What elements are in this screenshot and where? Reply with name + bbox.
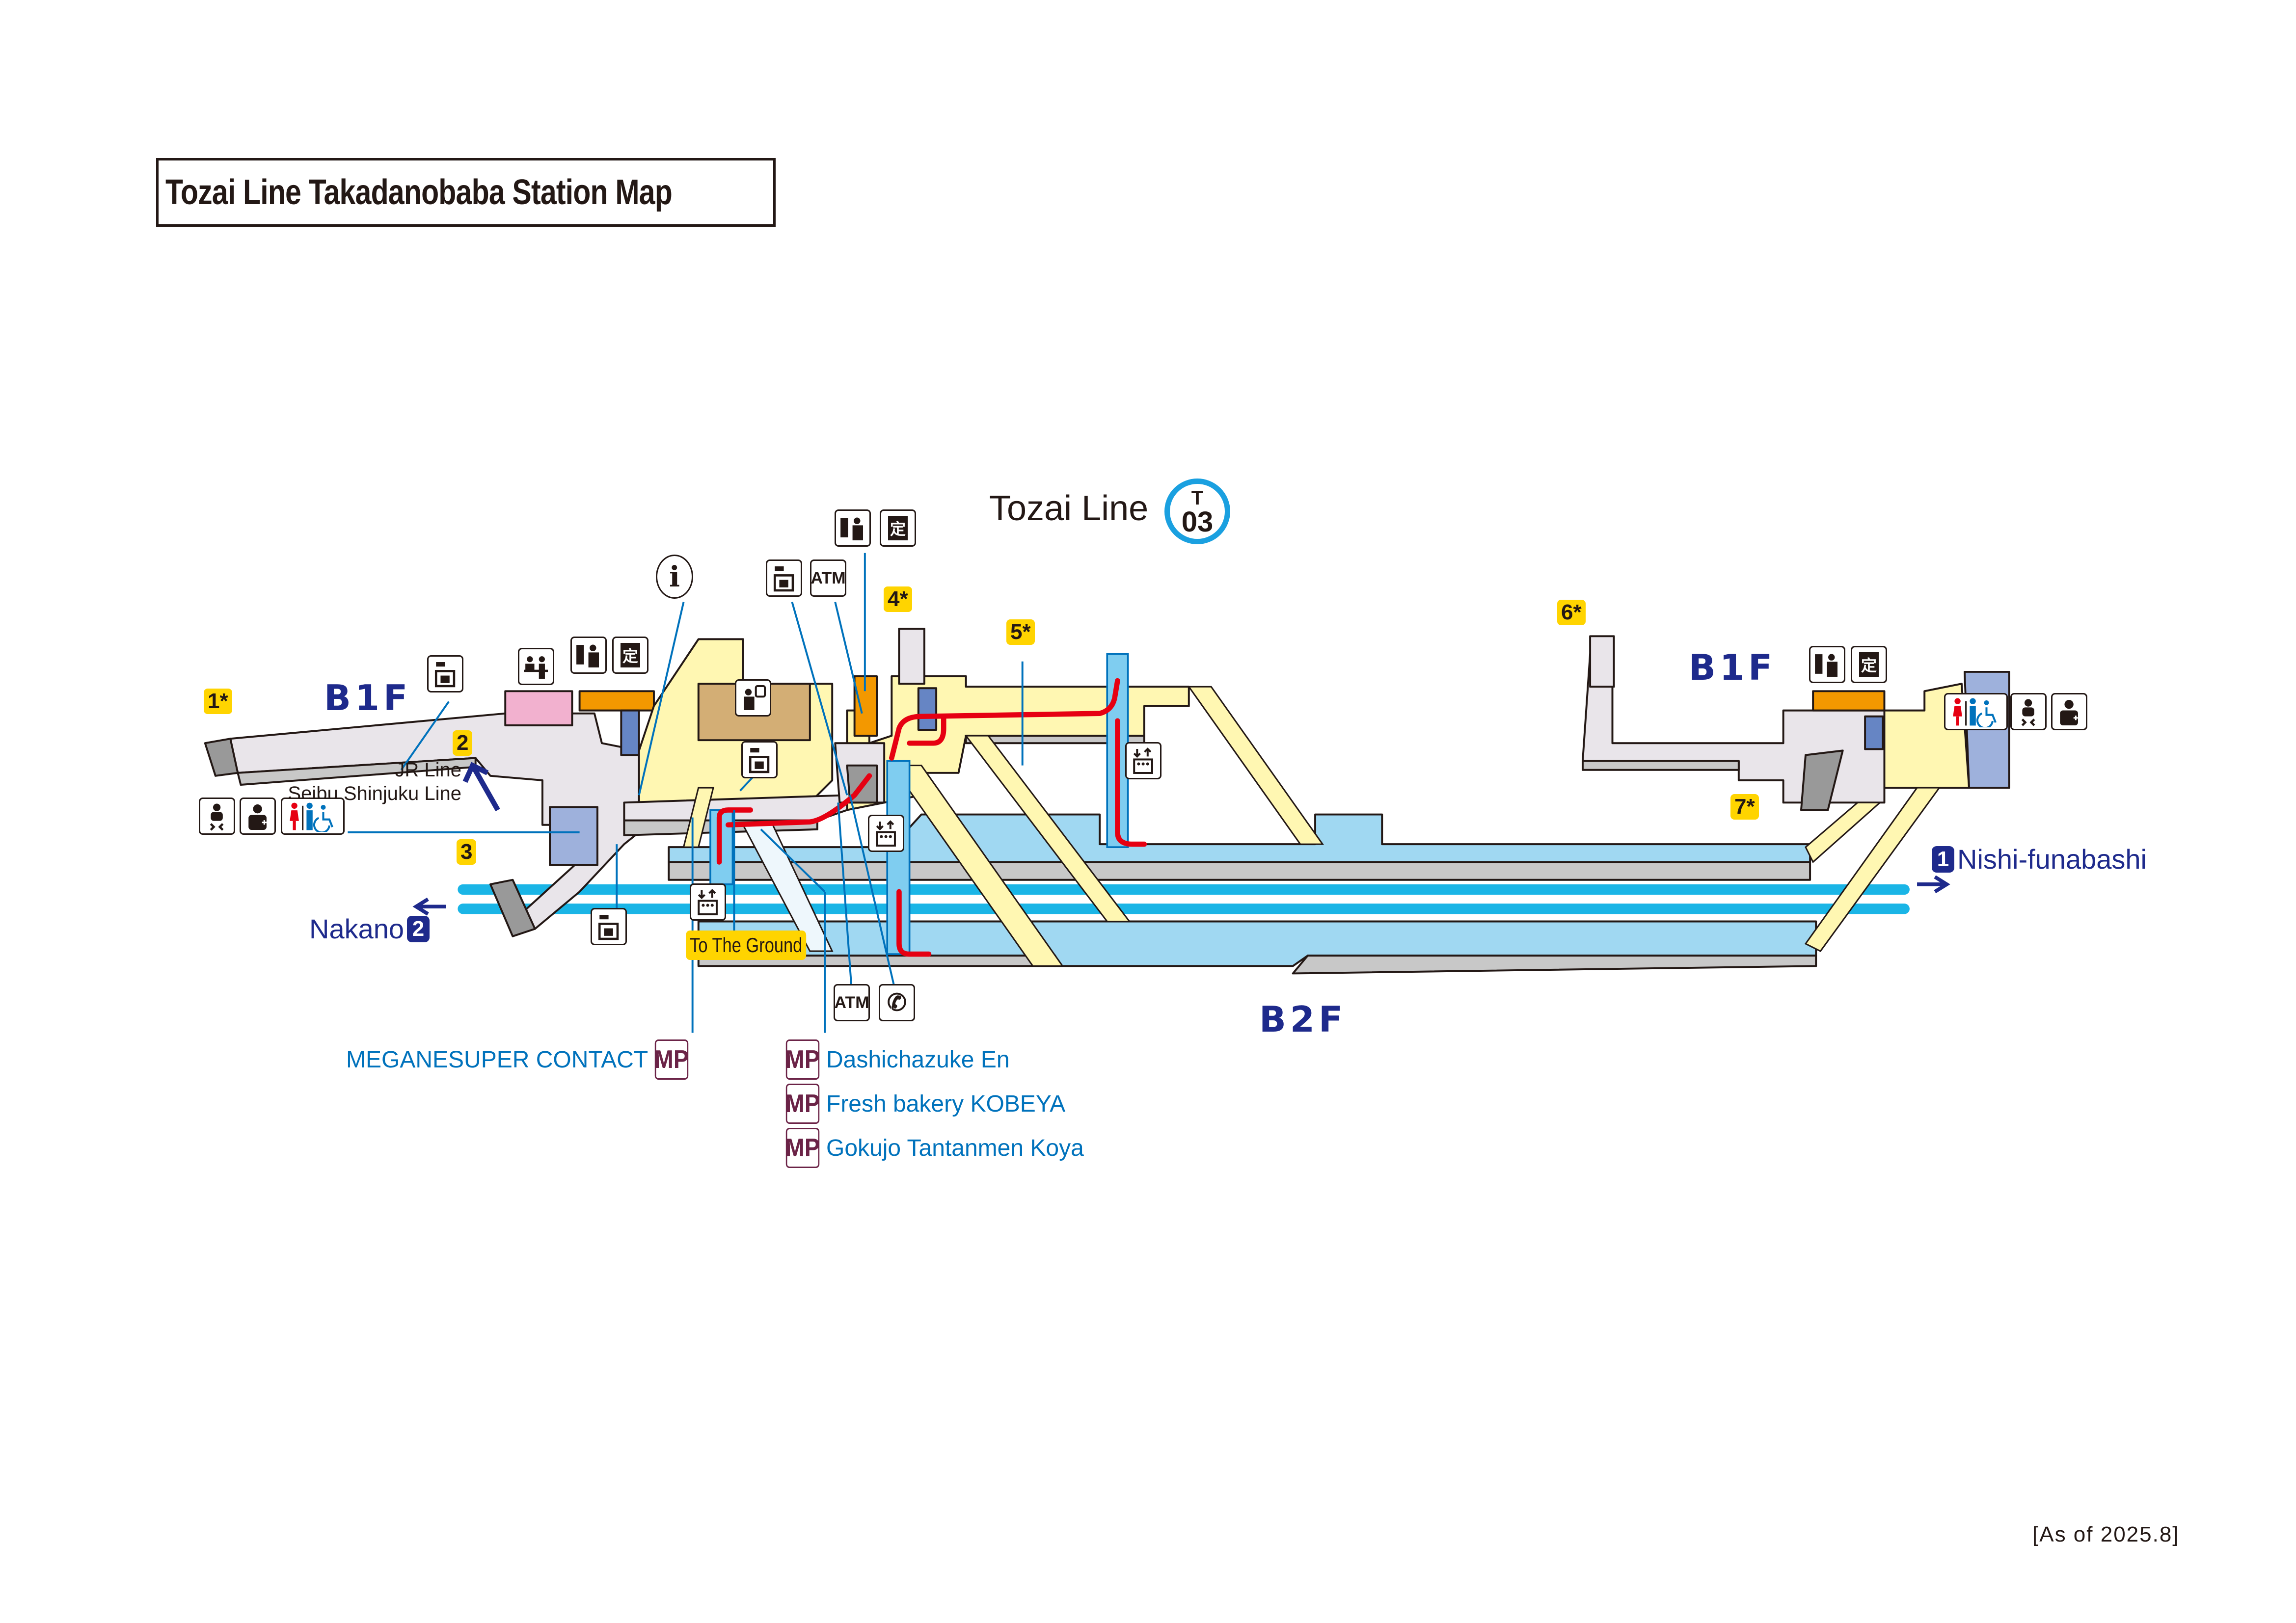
direction-nakano-label: Nakano [309,913,405,944]
floor-label-b1f-west: B1F [324,677,412,718]
platform-south [697,920,1817,975]
metro-pia-badge: MP [654,1039,689,1080]
coin-locker-icon[interactable] [766,559,802,597]
elevator-icon[interactable] [1125,742,1162,779]
first-aid-room-icon[interactable] [2051,693,2087,730]
tracks [412,875,1950,916]
line-code-letter: T [1191,487,1204,509]
map-title-box: Tozai Line Takadanobaba Station Map [156,158,776,227]
arrow-nakano [412,897,446,916]
commuter-pass-office-icon[interactable]: 定 [1851,646,1887,683]
elevator-icon[interactable] [690,883,726,921]
coin-locker-icon[interactable] [591,908,627,945]
as-of-date: [As of 2025.8] [2032,1522,2180,1546]
information-glyph: i [669,560,680,593]
exit-5[interactable]: 5* [1006,619,1035,645]
coin-locker-icon[interactable] [741,741,778,778]
toilet-icon[interactable] [281,798,345,835]
to-the-ground-tag: To The Ground [686,931,807,960]
metro-pia-badge: MP [785,1128,820,1168]
information-icon[interactable]: i [656,555,693,599]
payphone-icon[interactable]: ✆ [879,984,915,1021]
atm-icon[interactable]: ATM [810,559,846,597]
direction-nishi-funabashi-label: Nishi-funabashi [1957,844,2147,875]
baby-care-room-icon[interactable] [199,798,235,835]
atm-glyph: ATM [810,568,846,587]
direction-nishi-funabashi: 1 Nishi-funabashi [1932,843,2147,875]
leader-lines [348,553,1024,1033]
first-aid-room-icon[interactable] [240,798,276,835]
atm-icon[interactable]: ATM [834,984,870,1021]
page-title: Tozai Line Takadanobaba Station Map [165,173,673,212]
ticket-machine-icon[interactable] [1809,646,1845,683]
shop-name: MEGANESUPER CONTACT [346,1046,648,1073]
station-number-badge: T 03 [1164,479,1230,544]
metro-pia-badge: MP [785,1084,820,1124]
station-office-icon[interactable] [735,679,771,717]
commuter-pass-glyph: 定 [1859,652,1879,677]
shop-name: Fresh bakery KOBEYA [826,1091,1066,1117]
coin-locker-icon[interactable] [427,655,463,692]
toilet-icon[interactable] [1944,693,2008,730]
transfer-jr-line: JR Line [395,759,461,781]
exit-3[interactable]: 3 [457,839,477,865]
direction-nakano: Nakano 2 [309,913,430,945]
line-name: Tozai Line [989,489,1149,528]
exit-2[interactable]: 2 [453,730,473,756]
metro-pia-badge: MP [785,1039,820,1080]
station-code-number: 03 [1181,506,1214,538]
ticket-machine-icon[interactable] [570,637,607,674]
commuter-pass-office-icon[interactable]: 定 [880,509,916,547]
floor-label-b2f: B2F [1259,999,1347,1040]
shop-fresh-bakery-kobeya[interactable]: MP Fresh bakery KOBEYA [784,1084,1065,1124]
shop-meganesuper-contact[interactable]: MEGANESUPER CONTACT MP [346,1039,690,1080]
elevator-icon[interactable] [868,815,904,852]
shop-gokujo-tantanmen-koya[interactable]: MP Gokujo Tantanmen Koya [784,1128,1084,1168]
exit-1[interactable]: 1* [204,689,232,714]
baby-care-room-icon[interactable] [2010,693,2047,730]
exit-7[interactable]: 7* [1730,794,1759,820]
shop-dashichazuke-en[interactable]: MP Dashichazuke En [784,1039,1010,1080]
shop-name: Gokujo Tantanmen Koya [826,1135,1084,1161]
concourse-west [204,638,848,937]
atm-glyph: ATM [834,993,869,1012]
ticket-machine-icon[interactable] [835,509,871,547]
commuter-pass-glyph: 定 [620,643,640,667]
commuter-pass-office-icon[interactable]: 定 [612,637,648,674]
floor-label-b1f-east: B1F [1689,647,1777,688]
track-east [458,884,1910,895]
exit-6[interactable]: 6* [1557,600,1586,625]
shop-name: Dashichazuke En [826,1046,1010,1073]
platform-2-badge: 2 [407,915,430,942]
accessible-route [716,678,1147,957]
commuter-pass-glyph: 定 [888,516,908,540]
platform-1-badge: 1 [1932,846,1954,873]
transfer-arrow [462,762,500,812]
track-west [458,904,1910,914]
arrow-nishi-funabashi [1917,875,1950,894]
exit-4[interactable]: 4* [884,586,912,612]
travel-service-center-icon[interactable] [518,648,554,685]
